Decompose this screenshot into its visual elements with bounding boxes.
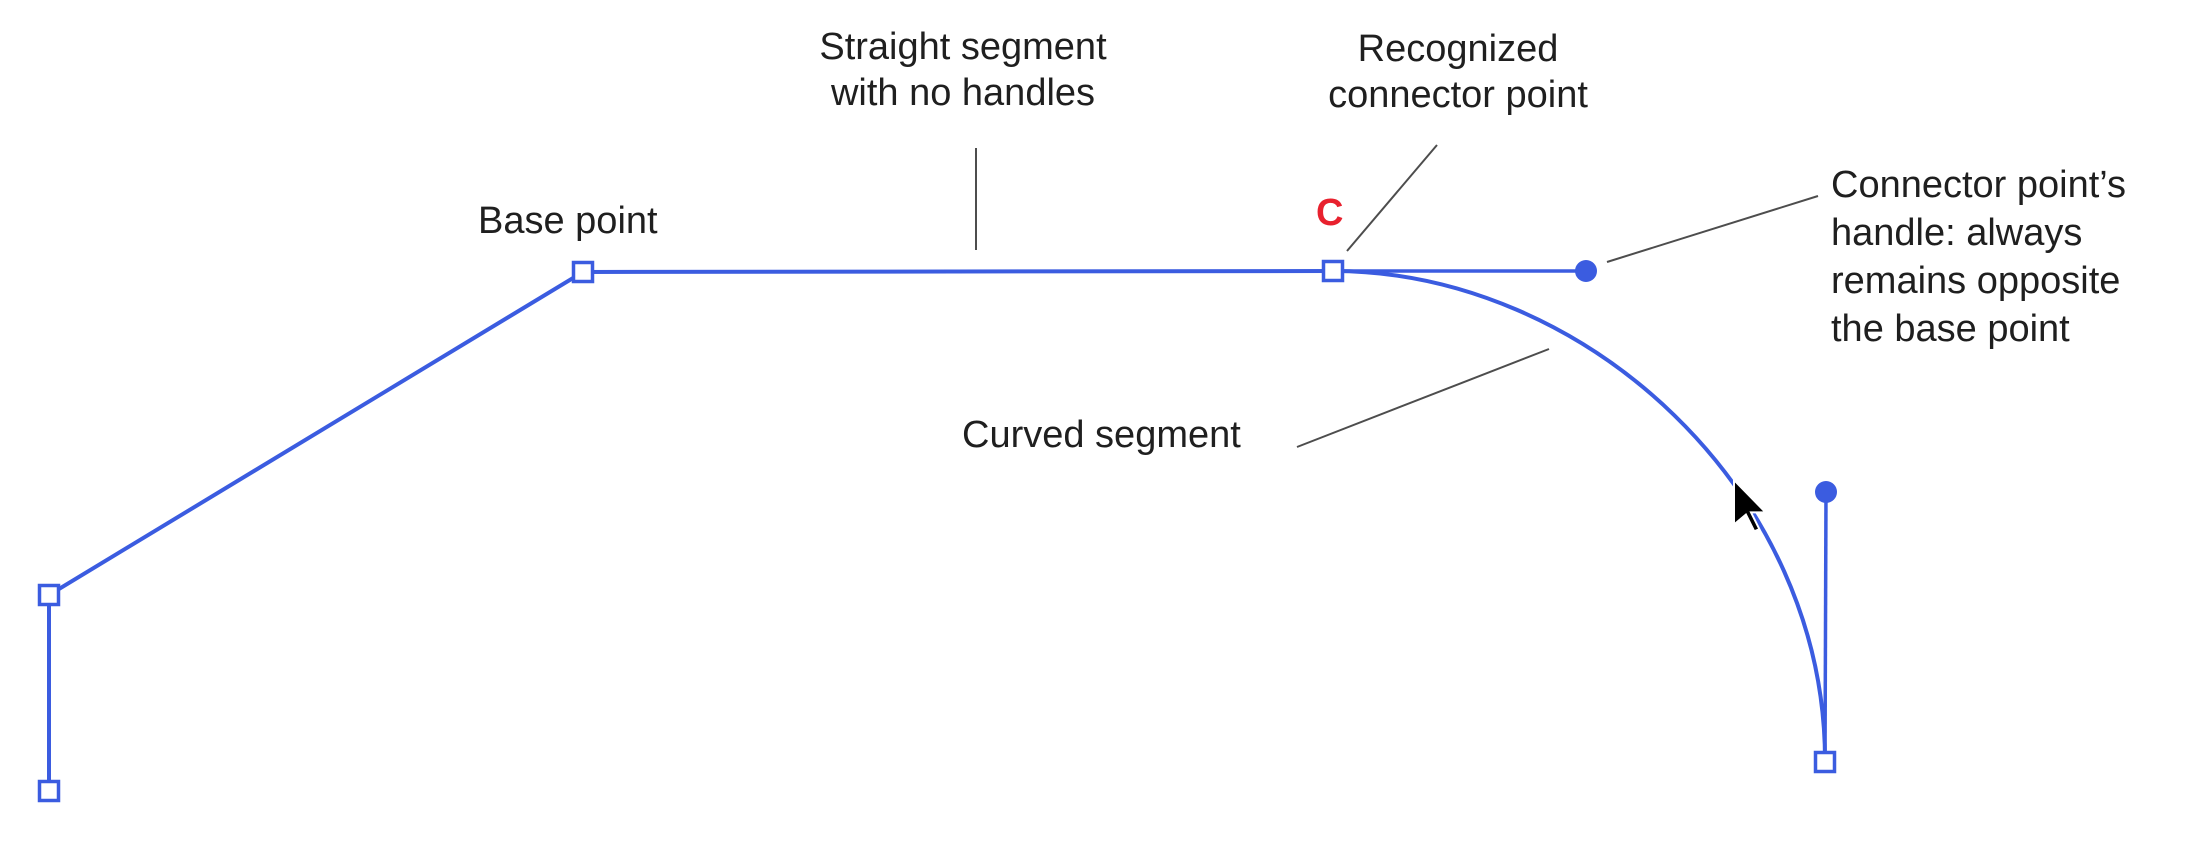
leader-line-curved-segment [1296, 348, 1550, 448]
anchor-square-left[interactable] [37, 583, 61, 607]
recognized-connector-label: Recognized connector point [1328, 28, 1588, 116]
curved-segment-label: Curved segment [962, 414, 1241, 456]
end-point-handle-dot[interactable] [1815, 481, 1837, 503]
connector-handle-dot[interactable] [1575, 260, 1597, 282]
end-point-handle-line [1823, 491, 1828, 763]
anchor-square-start[interactable] [37, 779, 61, 803]
connector-point-marker: C [1316, 192, 1344, 234]
leader-line-connector-handle [1606, 195, 1819, 263]
connector-handle-note-label: Connector point’s handle: always remains… [1831, 164, 2127, 350]
leader-line-recognized-connector [1346, 144, 1438, 252]
straight-segments-path [47, 269, 1334, 791]
anchor-square-base-point[interactable] [571, 260, 595, 284]
mouse-cursor-icon [1733, 477, 1768, 533]
curved-segment-path [1332, 269, 1828, 763]
base-point-label: Base point [478, 200, 658, 242]
anchor-square-connector-point[interactable] [1321, 259, 1345, 283]
straight-segment-label: Straight segment with no handles [819, 26, 1107, 114]
anchor-square-end-point[interactable] [1813, 750, 1837, 774]
